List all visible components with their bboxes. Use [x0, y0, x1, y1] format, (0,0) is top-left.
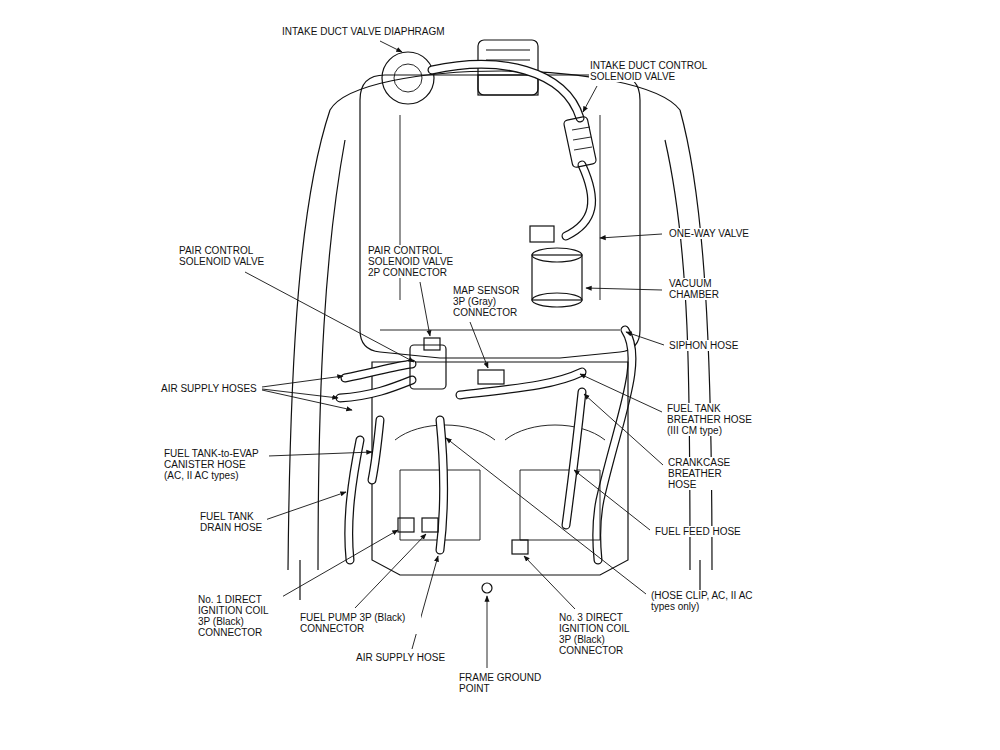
part-label: MAP SENSOR 3P (Gray) CONNECTOR	[452, 285, 524, 318]
part-label: ONE-WAY VALVE	[668, 228, 750, 239]
part-label: FRAME GROUND POINT	[458, 672, 545, 694]
part-label: No. 3 DIRECT IGNITION COIL 3P (Black) CO…	[558, 612, 644, 656]
part-label: AIR SUPPLY HOSES	[160, 383, 258, 394]
part-label: FUEL FEED HOSE	[654, 526, 742, 537]
part-label: AIR SUPPLY HOSE	[355, 652, 446, 663]
part-label: SIPHON HOSE	[668, 340, 739, 351]
part-label: VACUUM CHAMBER	[668, 278, 730, 300]
part-label: (HOSE CLIP, AC, II AC types only)	[650, 590, 767, 612]
part-label: FUEL PUMP 3P (Black) CONNECTOR	[299, 612, 421, 634]
part-label: No. 1 DIRECT IGNITION COIL 3P (Black) CO…	[197, 594, 283, 638]
part-label: INTAKE DUCT VALVE DIAPHRAGM	[281, 26, 446, 37]
part-label: PAIR CONTROL SOLENOID VALVE 2P CONNECTOR	[367, 245, 461, 278]
part-label: PAIR CONTROL SOLENOID VALVE	[178, 245, 272, 267]
part-label: FUEL TANK-to-EVAP CANISTER HOSE (AC, II …	[163, 448, 269, 481]
part-label: INTAKE DUCT CONTROL SOLENOID VALVE	[589, 60, 716, 82]
part-label: FUEL TANK DRAIN HOSE	[199, 511, 267, 533]
part-label: CRANKCASE BREATHER HOSE	[667, 457, 735, 490]
part-label: FUEL TANK BREATHER HOSE (III CM type)	[666, 403, 758, 436]
